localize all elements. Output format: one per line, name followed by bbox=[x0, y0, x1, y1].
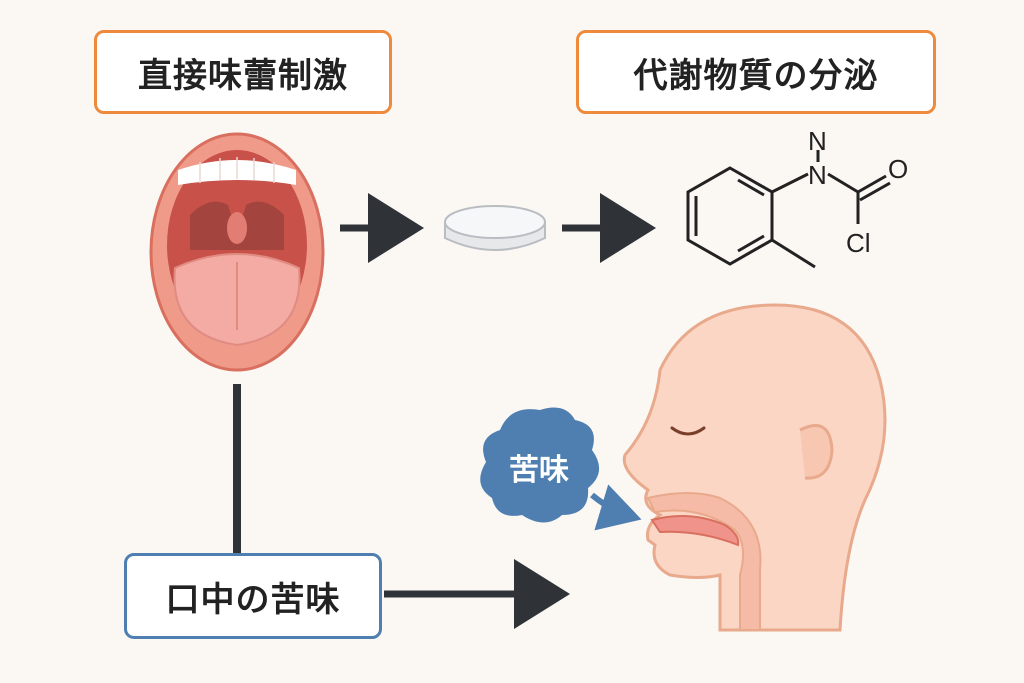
chemical-structure-icon bbox=[686, 150, 891, 269]
atom-cl-label: Cl bbox=[846, 228, 871, 258]
atom-n-label-top: N bbox=[808, 126, 827, 156]
open-mouth-icon bbox=[149, 132, 325, 372]
head-profile-icon bbox=[622, 303, 887, 632]
tablet-icon bbox=[444, 205, 546, 251]
bitter-flow-arrow bbox=[590, 484, 642, 531]
metabolite-secretion-box: 代謝物質の分泌 bbox=[576, 30, 936, 114]
direct-stimulation-label: 直接味蕾制激 bbox=[138, 55, 348, 96]
atom-n-label: N bbox=[808, 160, 827, 190]
atom-o-label: O bbox=[888, 154, 908, 184]
bitter-bubble bbox=[480, 407, 600, 523]
metabolite-secretion-label: 代謝物質の分泌 bbox=[633, 55, 879, 96]
bitter-taste-box: 口中の苦味 bbox=[124, 553, 382, 639]
bitter-taste-label: 口中の苦味 bbox=[165, 579, 341, 620]
direct-stimulation-box: 直接味蕾制激 bbox=[94, 30, 392, 114]
bitter-bubble-label: 苦味 bbox=[509, 453, 569, 488]
